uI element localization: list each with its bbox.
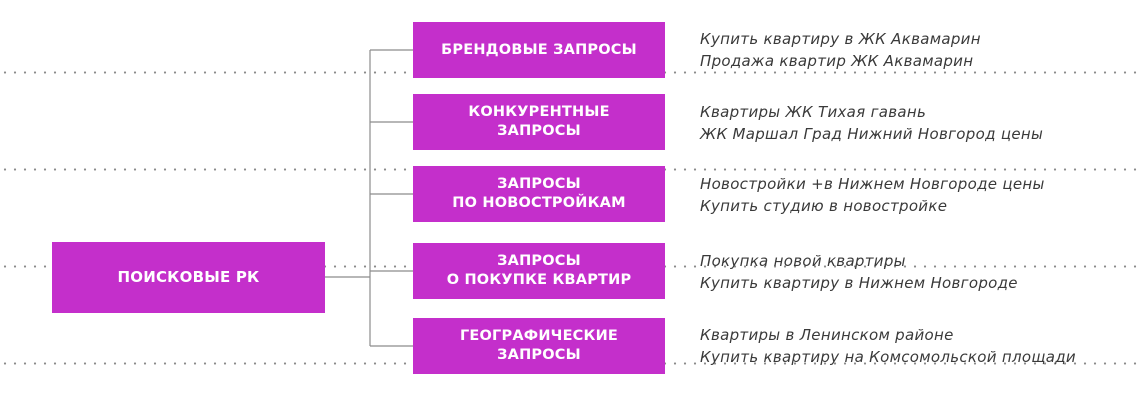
- category-apartment-purchase: ЗАПРОСЫ О ПОКУПКЕ КВАРТИР: [413, 243, 665, 299]
- category-label: КОНКУРЕНТНЫЕ: [468, 104, 610, 120]
- examples-new-buildings: Новостройки +в Нижнем Новгороде цены Куп…: [700, 173, 1045, 217]
- example-query: Купить квартиру на Комсомольской площади: [700, 348, 1076, 366]
- category-label: ЗАПРОСЫ: [497, 123, 581, 139]
- example-query: Квартиры в Ленинском районе: [700, 326, 954, 344]
- example-query: Новостройки +в Нижнем Новгороде цены: [700, 175, 1045, 193]
- examples-geographic: Квартиры в Ленинском районе Купить кварт…: [700, 324, 1076, 368]
- category-branded: БРЕНДОВЫЕ ЗАПРОСЫ: [413, 22, 665, 78]
- example-query: Покупка новой квартиры: [700, 252, 906, 270]
- category-new-buildings: ЗАПРОСЫ ПО НОВОСТРОЙКАМ: [413, 166, 665, 222]
- category-label: О ПОКУПКЕ КВАРТИР: [446, 272, 632, 288]
- category-geographic: ГЕОГРАФИЧЕСКИЕ ЗАПРОСЫ: [413, 318, 665, 374]
- category-competitor: КОНКУРЕНТНЫЕ ЗАПРОСЫ: [413, 94, 665, 150]
- root-label: ПОИСКОВЫЕ РК: [117, 268, 260, 286]
- examples-apartment-purchase: Покупка новой квартиры Купить квартиру в…: [700, 250, 1018, 294]
- example-query: Купить студию в новостройке: [700, 197, 948, 215]
- category-label: ЗАПРОСЫ: [497, 253, 581, 269]
- examples-branded: Купить квартиру в ЖК Аквамарин Продажа к…: [700, 28, 981, 72]
- example-query: Купить квартиру в Нижнем Новгороде: [700, 274, 1018, 292]
- category-label: БРЕНДОВЫЕ ЗАПРОСЫ: [441, 41, 637, 58]
- example-query: Продажа квартир ЖК Аквамарин: [700, 52, 974, 70]
- example-query: ЖК Маршал Град Нижний Новгород цены: [700, 125, 1044, 143]
- category-label: ЗАПРОСЫ: [497, 176, 581, 192]
- example-query: Квартиры ЖК Тихая гавань: [700, 103, 927, 121]
- examples-competitor: Квартиры ЖК Тихая гавань ЖК Маршал Град …: [700, 101, 1043, 145]
- category-label: ЗАПРОСЫ: [497, 347, 581, 363]
- root-node: ПОИСКОВЫЕ РК: [52, 242, 325, 313]
- category-label: ПО НОВОСТРОЙКАМ: [452, 195, 626, 211]
- category-label: ГЕОГРАФИЧЕСКИЕ: [459, 328, 619, 344]
- example-query: Купить квартиру в ЖК Аквамарин: [700, 30, 981, 48]
